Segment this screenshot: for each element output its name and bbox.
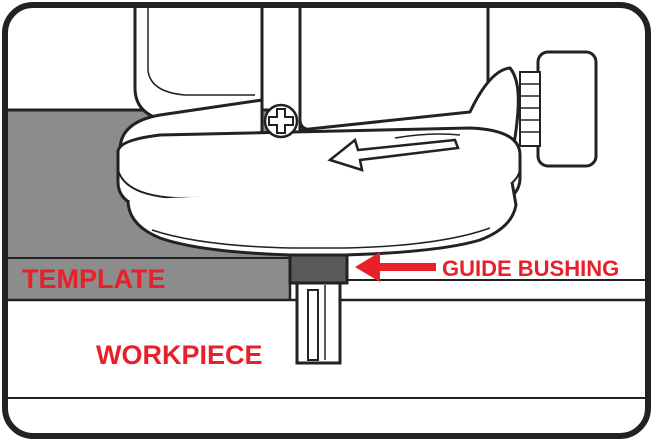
template-label: TEMPLATE	[22, 264, 166, 294]
guide-bushing-label: GUIDE BUSHING	[442, 256, 619, 281]
router-bit	[295, 281, 342, 365]
diagram-frame	[2, 2, 651, 439]
rotation-arrow-icon	[327, 137, 460, 172]
guide-bushing	[288, 253, 349, 285]
router-knob	[519, 50, 598, 168]
guide-bushing-arrow-icon	[355, 252, 436, 282]
phillips-screw-icon	[263, 103, 299, 139]
workpiece-label: WORKPIECE	[96, 340, 263, 370]
